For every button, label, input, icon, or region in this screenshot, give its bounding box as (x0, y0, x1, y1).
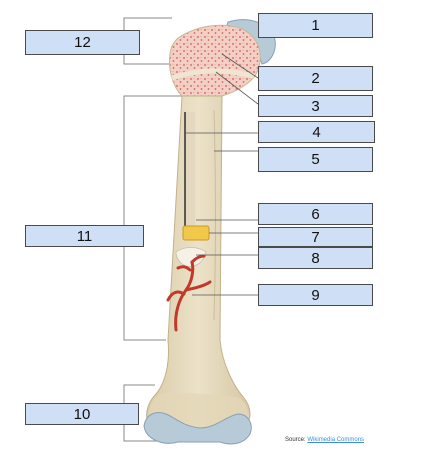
label-7: 7 (258, 227, 373, 247)
label-12: 12 (25, 30, 140, 55)
label-3: 3 (258, 95, 373, 117)
pointer-3 (215, 71, 259, 105)
source-prefix: Source: (285, 437, 306, 443)
nutrient-artery (166, 254, 212, 332)
label-8: 8 (258, 247, 373, 269)
compact-bone-edge (213, 109, 216, 321)
label-9: 9 (258, 284, 373, 306)
medullary-cavity (185, 112, 195, 232)
label-5: 5 (258, 147, 373, 172)
bracket-11 (123, 95, 182, 341)
epiphyseal-line (171, 68, 255, 81)
label-4: 4 (258, 121, 375, 143)
label-1: 1 (258, 13, 373, 38)
periosteum-flap (175, 247, 207, 267)
proximal-epiphysis (169, 24, 261, 97)
source-link[interactable]: Wikimedia Commons (307, 437, 365, 443)
label-2: 2 (258, 66, 373, 91)
pointer-2 (221, 53, 259, 79)
distal-articular-cartilage (143, 412, 252, 445)
label-10: 10 (25, 403, 139, 425)
label-11: 11 (25, 225, 144, 247)
long-bone (143, 19, 276, 445)
source-credit: Source: Wikimedia Commons (285, 437, 364, 443)
pointer-lines (186, 53, 259, 296)
label-6: 6 (258, 203, 373, 225)
yellow-marrow (182, 225, 210, 241)
